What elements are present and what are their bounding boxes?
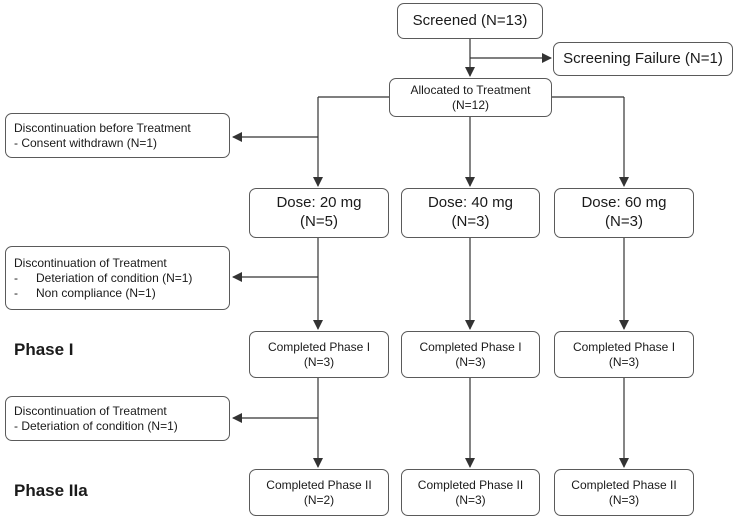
- dose-count: (N=5): [300, 213, 338, 230]
- screened-label: Screened (N=13): [412, 11, 528, 29]
- phase-2a-label: Phase IIa: [14, 481, 88, 500]
- disc-treatment-box-2: Discontinuation of Treatment - Deteriati…: [5, 396, 230, 441]
- completed-count: (N=3): [608, 492, 640, 507]
- screening-failure-label: Screening Failure (N=1): [563, 49, 723, 67]
- completed-phase2-box-20mg: Completed Phase II (N=2): [249, 469, 389, 516]
- completed-label: Completed Phase I: [419, 339, 522, 354]
- phase-1-label: Phase I: [14, 340, 74, 359]
- completed-label: Completed Phase II: [417, 477, 524, 492]
- completed-label: Completed Phase I: [267, 339, 371, 354]
- screened-box: Screened (N=13): [397, 3, 543, 39]
- screening-failure-box: Screening Failure (N=1): [553, 42, 733, 76]
- list-item: - Non compliance (N=1): [14, 286, 156, 301]
- dose-label: Dose: 40 mg: [427, 194, 514, 212]
- list-item-text: Non compliance (N=1): [36, 285, 156, 300]
- list-dash: -: [14, 270, 18, 285]
- dose-box-40mg: Dose: 40 mg (N=3): [401, 188, 540, 238]
- dose-box-20mg: Dose: 20 mg (N=5): [249, 188, 389, 238]
- dose-label: Dose: 20 mg: [276, 194, 362, 212]
- list-dash: -: [14, 285, 18, 300]
- completed-phase2-box-40mg: Completed Phase II (N=3): [401, 469, 540, 516]
- completed-count: (N=3): [608, 354, 640, 369]
- completed-label: Completed Phase II: [266, 477, 372, 492]
- completed-phase1-box-60mg: Completed Phase I (N=3): [554, 331, 694, 378]
- completed-label: Completed Phase II: [571, 477, 677, 492]
- completed-count: (N=2): [303, 492, 335, 507]
- disc-treatment-2-title: Discontinuation of Treatment: [14, 403, 167, 418]
- completed-count: (N=3): [455, 354, 486, 369]
- disc-treatment-box-1: Discontinuation of Treatment - Deteriati…: [5, 246, 230, 310]
- completed-phase1-box-40mg: Completed Phase I (N=3): [401, 331, 540, 378]
- completed-phase1-box-20mg: Completed Phase I (N=3): [249, 331, 389, 378]
- completed-count: (N=3): [455, 492, 486, 507]
- allocated-box: Allocated to Treatment (N=12): [389, 78, 552, 117]
- allocated-line1: Allocated to Treatment: [410, 82, 531, 97]
- disc-treatment-1-title: Discontinuation of Treatment: [14, 255, 167, 270]
- disc-before-treatment-box: Discontinuation before Treatment - Conse…: [5, 113, 230, 158]
- disc-before-title: Discontinuation before Treatment: [14, 120, 191, 135]
- completed-phase2-box-60mg: Completed Phase II (N=3): [554, 469, 694, 516]
- dose-box-60mg: Dose: 60 mg (N=3): [554, 188, 694, 238]
- list-item-text: Deteriation of condition (N=1): [36, 270, 193, 285]
- completed-label: Completed Phase I: [572, 339, 676, 354]
- allocated-line2: (N=12): [451, 97, 489, 112]
- completed-count: (N=3): [303, 354, 335, 369]
- disc-treatment-2-reason: - Deteriation of condition (N=1): [14, 418, 178, 433]
- dose-count: (N=3): [451, 213, 490, 230]
- disc-before-reason: - Consent withdrawn (N=1): [14, 135, 158, 150]
- dose-count: (N=3): [605, 213, 643, 230]
- dose-label: Dose: 60 mg: [581, 194, 667, 212]
- list-item: - Deteriation of condition (N=1): [14, 271, 192, 286]
